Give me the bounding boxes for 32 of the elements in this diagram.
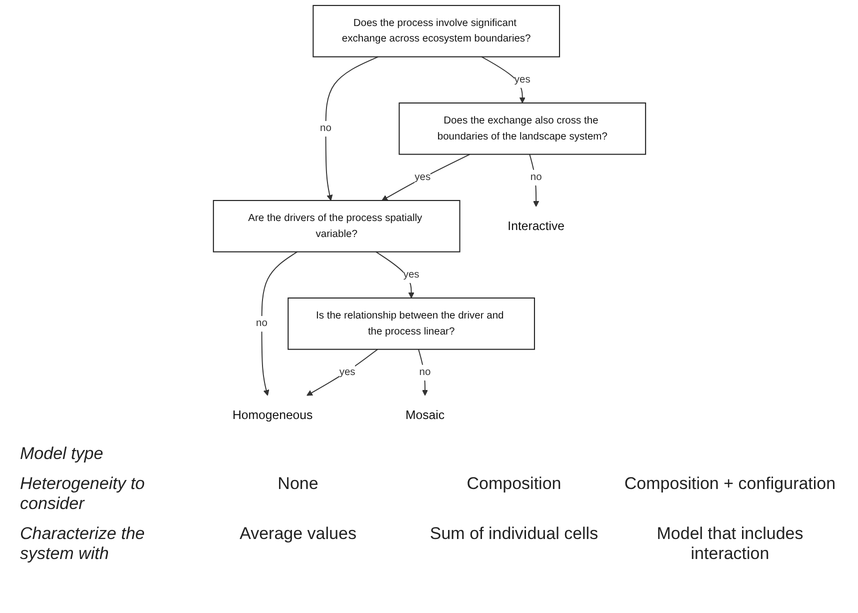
table-cell-text: None xyxy=(276,474,320,495)
edge-label: no xyxy=(320,122,332,134)
arrow xyxy=(481,56,526,104)
arrow xyxy=(261,251,298,396)
arrow xyxy=(529,154,540,207)
table-cell-text: Sum of individual cells xyxy=(428,524,600,545)
row-heading: Heterogeneity to consider xyxy=(20,474,146,514)
node-text: Mosaic xyxy=(406,408,445,422)
arrow xyxy=(382,154,471,201)
arrow xyxy=(306,348,378,396)
node-text: Homogeneous xyxy=(232,408,313,422)
table-cell-text: Composition + configuration xyxy=(623,474,837,495)
row-heading: Characterize the system with xyxy=(20,524,146,564)
node-box: Is the relationship between the driver and the process linear? xyxy=(288,298,536,350)
table-cell-text: Composition xyxy=(466,474,562,495)
table-cell-text: Average values xyxy=(238,524,358,545)
node-text: Interactive xyxy=(508,218,565,233)
arrow xyxy=(418,348,428,396)
arrow xyxy=(325,56,379,201)
edge-label: no xyxy=(419,366,431,378)
node-box: Are the drivers of the process spatially variable? xyxy=(213,200,460,252)
edge-label: no xyxy=(530,171,542,183)
edge-label: yes xyxy=(514,74,531,86)
row-heading: Model type xyxy=(20,444,104,464)
edge-label: no xyxy=(256,317,268,329)
edge-label: yes xyxy=(404,268,420,280)
arrow xyxy=(376,251,415,298)
edge-label: yes xyxy=(340,366,356,378)
node-box: Does the process involve significant exchange across ecosystem boundaries? xyxy=(312,4,560,58)
edge-label: yes xyxy=(414,171,431,183)
table-cell-text: Model that includes interaction xyxy=(656,524,804,564)
node-box: Does the exchange also cross the boundaries of the landscape system? xyxy=(398,102,646,155)
